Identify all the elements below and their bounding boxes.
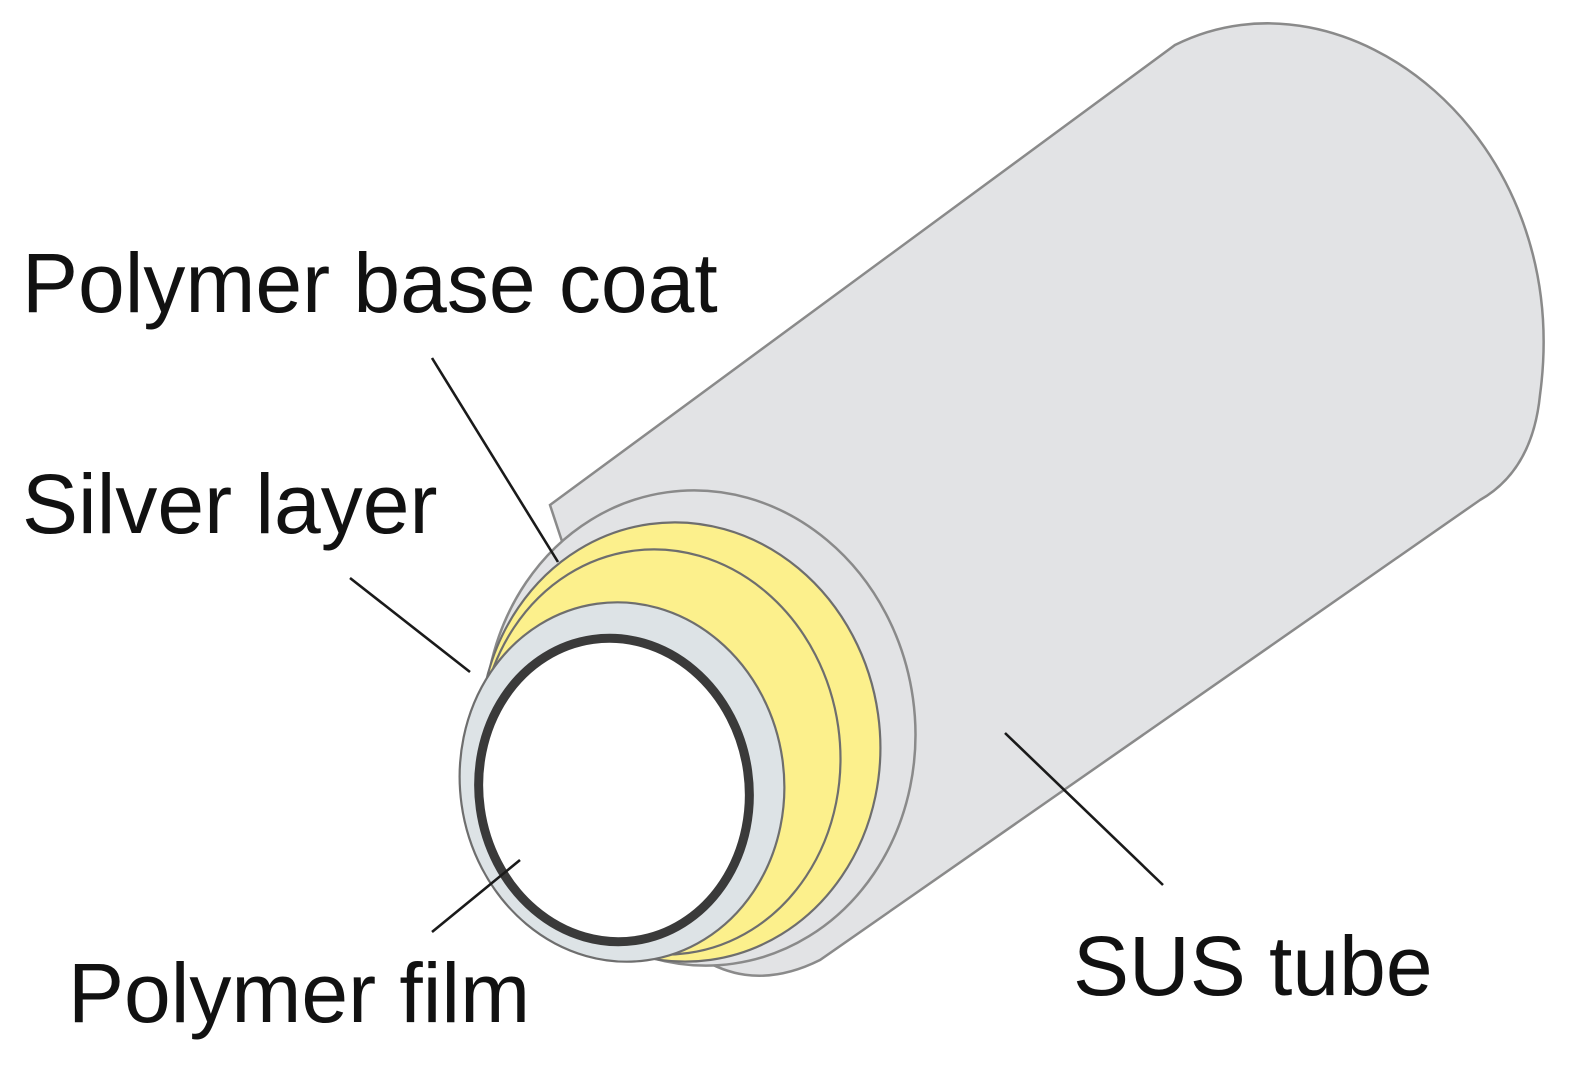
leader-line-sus-tube — [1004, 732, 1164, 886]
leader-line-silver-layer — [349, 576, 471, 674]
label-sus-tube: SUS tube — [1073, 919, 1433, 1013]
leader-line-polymer-film — [431, 858, 521, 934]
leader-line-base-coat — [430, 357, 560, 563]
label-polymer-base-coat: Polymer base coat — [22, 236, 718, 330]
polymer-film-ring — [474, 633, 754, 947]
label-polymer-film: Polymer film — [68, 946, 530, 1040]
label-silver-layer: Silver layer — [22, 457, 437, 551]
